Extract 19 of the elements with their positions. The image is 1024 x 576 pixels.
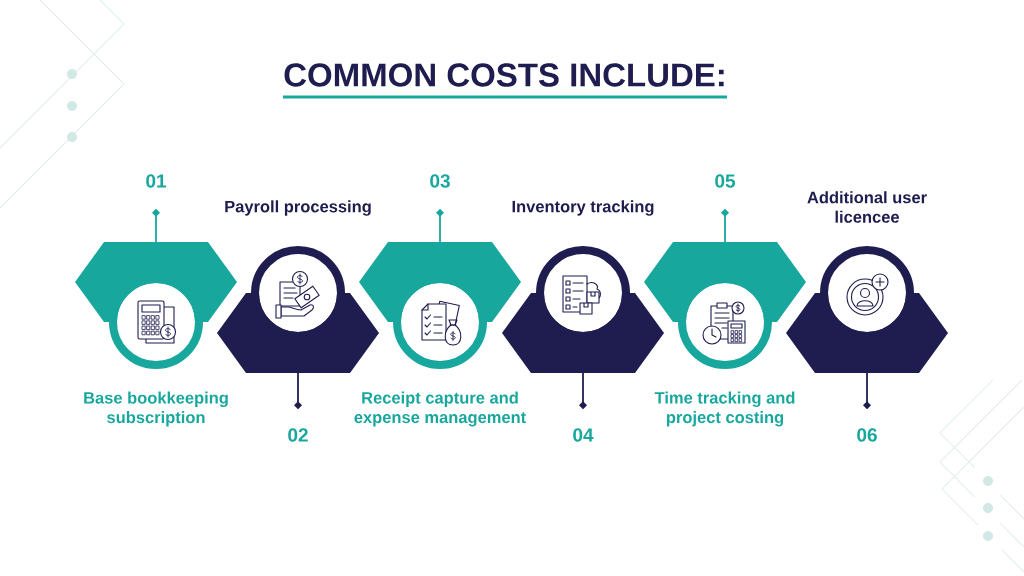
step-label: Base bookkeeping subscription xyxy=(84,391,228,427)
step-label: Additional user licencee xyxy=(807,191,927,223)
step-number: 02 xyxy=(288,428,308,442)
step-number: 01 xyxy=(146,174,167,188)
hexagon-badge xyxy=(359,242,521,369)
hexagon-badge xyxy=(644,242,806,369)
step-number: 05 xyxy=(715,174,736,188)
hexagon-badge xyxy=(786,246,948,373)
hexagon-badge xyxy=(75,242,237,369)
hexagon-badge xyxy=(217,246,379,373)
step-number: 03 xyxy=(430,174,450,188)
title: COMMON COSTS INCLUDE: xyxy=(284,63,724,87)
step-label: Time tracking and project costing xyxy=(654,391,795,427)
step-label: Payroll processing xyxy=(225,200,371,216)
hexagon-badge xyxy=(502,246,664,373)
step-number: 04 xyxy=(573,428,594,442)
step-number: 06 xyxy=(857,428,877,442)
step-label: Receipt capture and expense management xyxy=(354,391,526,427)
step-label: Inventory tracking xyxy=(512,200,654,216)
